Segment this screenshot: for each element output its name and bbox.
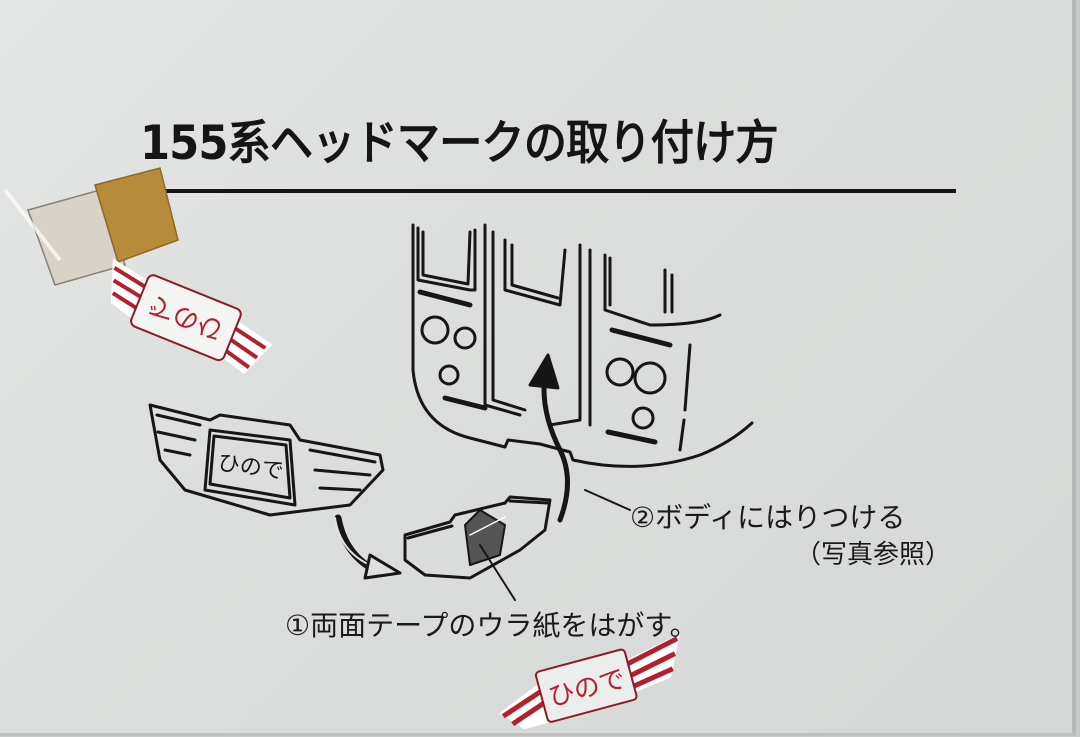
train-front-drawing: [411, 223, 754, 468]
step1-caption: ①両面テープのウラ紙をはがす。: [285, 609, 698, 642]
arrow-up-icon: [528, 353, 570, 523]
headmark-sticker-top: ひので: [110, 258, 273, 375]
tape-scrap: [3, 167, 179, 286]
arrow-right-icon: [334, 514, 402, 580]
headmark-with-tape-drawing: [403, 489, 631, 601]
step2-caption: ②ボディにはりつける: [630, 501, 906, 534]
title-underline: [148, 189, 956, 193]
headmark-sticker-bottom: ひので: [499, 633, 680, 730]
page-title: 155系ヘッドマークの取り付け方: [140, 116, 779, 171]
headmark-drawing: [148, 403, 385, 517]
headmark-drawing-text: ひので: [216, 451, 285, 485]
step2-note: （写真参照）: [795, 540, 952, 570]
